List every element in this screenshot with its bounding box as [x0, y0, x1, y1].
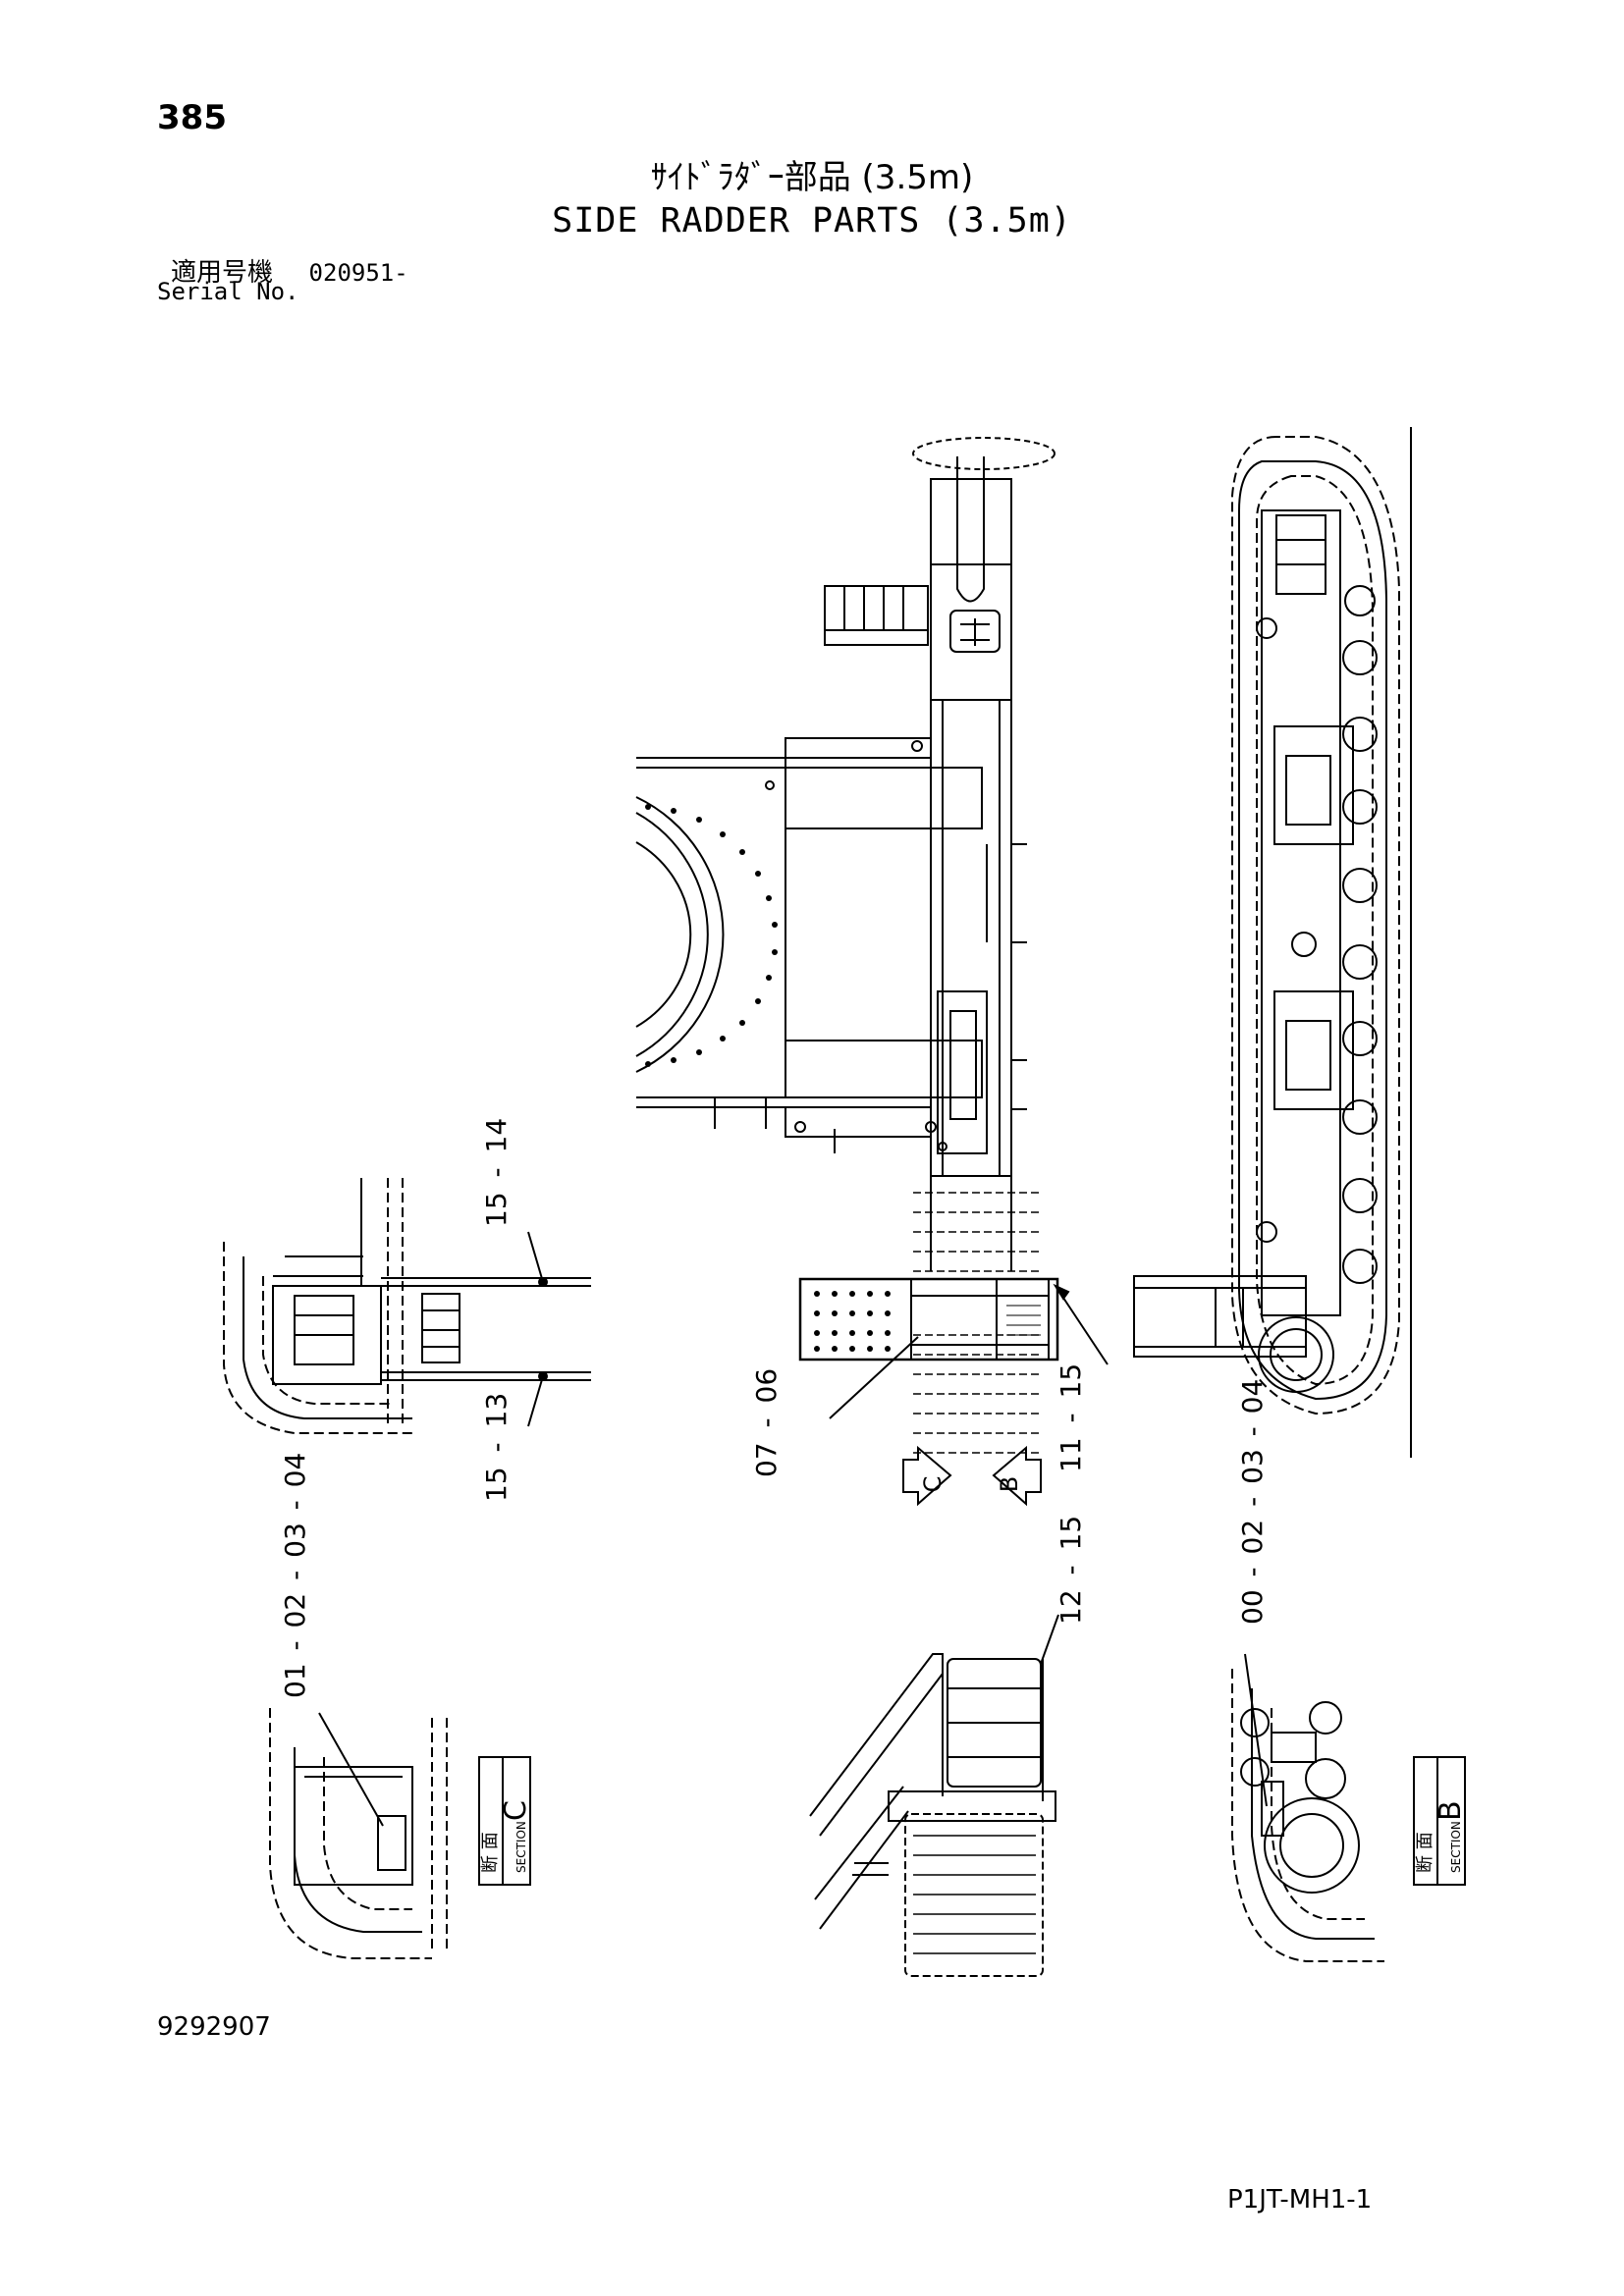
callout-00-04-d: 04: [1236, 1379, 1269, 1415]
main-frame-view: [635, 437, 1056, 1271]
page-title-japanese: ｻｲﾄﾞﾗﾀﾞｰ部品 (3.5m): [650, 158, 974, 197]
staircase-view: [809, 1614, 1059, 1977]
callout-15-13: 15 - 13: [480, 1393, 513, 1502]
callout-01-04-a: 01: [279, 1663, 311, 1698]
serial-value: 020951-: [308, 259, 408, 287]
callout-15-14-b: 14: [480, 1118, 513, 1153]
crawler-side-view: [1133, 427, 1412, 1458]
callout-01-04-c: 03: [279, 1522, 311, 1558]
callout-00-04: 00 - 02 - 03 - 04: [1236, 1379, 1269, 1625]
section-b-jp: 断 面: [1415, 1832, 1435, 1873]
document-code: P1JT-MH1-1: [1227, 2185, 1373, 2215]
callout-01-04-d: 04: [279, 1453, 311, 1488]
callout-00-04-b: 02: [1236, 1520, 1269, 1555]
callout-07-06-a: 07: [750, 1442, 783, 1477]
document-number: 9292907: [157, 2012, 271, 2042]
callout-15-13-a: 15: [480, 1467, 513, 1502]
page-title-english: SIDE RADDER PARTS (3.5m): [552, 201, 1072, 240]
callout-11-15-b: 15: [1055, 1363, 1087, 1399]
callout-labels: 15 - 14 15 - 13 07 - 06 11 - 15 12 - 15 …: [279, 1118, 1269, 1698]
section-b-label: 断 面 SECTION B: [1413, 1756, 1468, 1886]
left-step-view: [223, 1178, 591, 1434]
serial-info-japanese: 適用号機 020951-: [171, 252, 408, 289]
callout-12-15-a: 12: [1055, 1589, 1087, 1625]
section-c-label: 断 面 SECTION C: [478, 1756, 533, 1886]
serial-label-japanese: 適用号機: [171, 258, 274, 288]
callout-07-06-b: 06: [750, 1368, 783, 1404]
page-number: 385: [157, 98, 227, 137]
section-b-view: [1231, 1653, 1384, 1962]
callout-11-15: 11 - 15: [1055, 1363, 1087, 1472]
serial-label-english: Serial No.: [157, 278, 299, 305]
callout-01-04-b: 02: [279, 1593, 311, 1629]
callout-15-14: 15 - 14: [480, 1118, 513, 1227]
section-c-en: SECTION: [514, 1821, 528, 1873]
callout-00-04-a: 00: [1236, 1589, 1269, 1625]
view-arrow-c-letter: C: [919, 1476, 947, 1493]
section-b-letter: B: [1434, 1800, 1468, 1821]
callout-15-14-a: 15: [480, 1192, 513, 1227]
callout-01-04: 01 - 02 - 03 - 04: [279, 1453, 311, 1698]
section-c-letter: C: [499, 1800, 533, 1821]
callout-15-13-b: 13: [480, 1393, 513, 1428]
section-c-jp: 断 面: [480, 1832, 501, 1873]
section-b-en: SECTION: [1449, 1821, 1463, 1873]
section-c-view: [269, 1708, 531, 1959]
callout-07-06: 07 - 06: [750, 1368, 783, 1477]
callout-11-15-a: 11: [1055, 1437, 1087, 1472]
callout-12-15: 12 - 15: [1055, 1516, 1087, 1625]
view-arrow-b-letter: B: [996, 1476, 1023, 1492]
callout-00-04-c: 03: [1236, 1449, 1269, 1484]
ladder-plan-view: [798, 1192, 1109, 1507]
callout-12-15-b: 15: [1055, 1516, 1087, 1551]
